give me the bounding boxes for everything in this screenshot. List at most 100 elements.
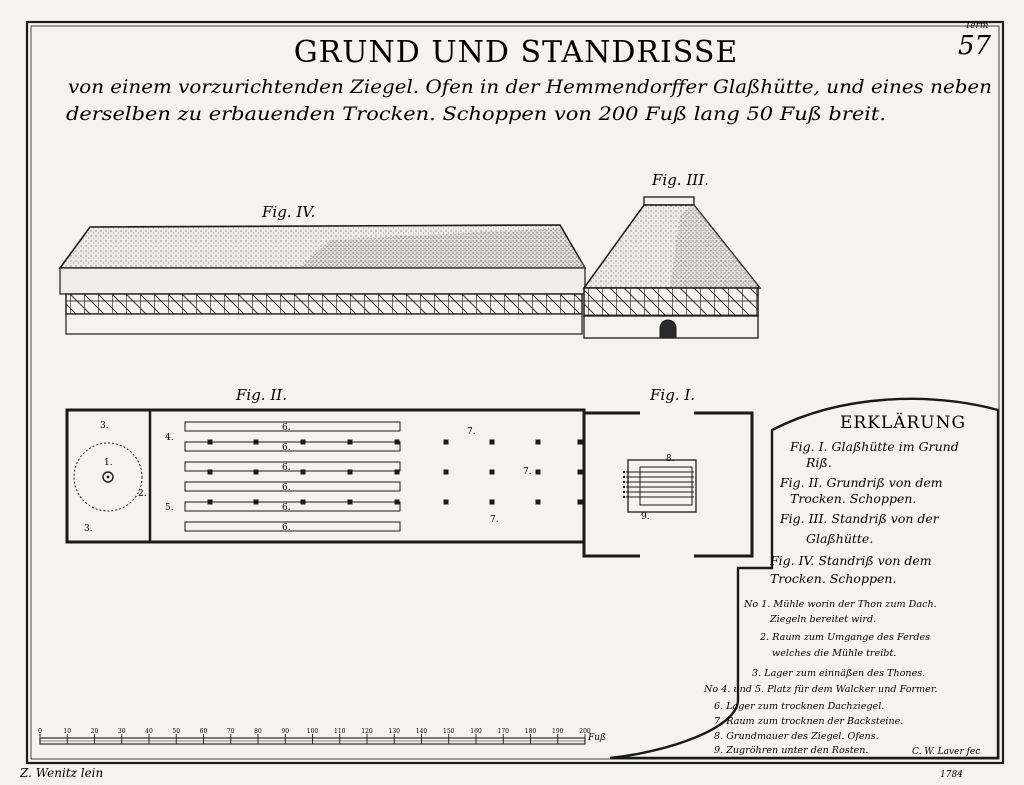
brick-post — [300, 469, 306, 475]
fig-3-glassworks-elevation: Fig. III. — [582, 171, 762, 339]
scale-tick-label: 0 — [38, 728, 42, 735]
plan-num-2: 2. — [138, 489, 147, 499]
scale-tick-label: 200 — [579, 728, 591, 735]
glassworks-chimney-cap — [643, 196, 695, 206]
sheet-date: 1784 — [940, 770, 963, 780]
brick-post — [253, 439, 259, 445]
scale-tick-label: 10 — [63, 728, 71, 735]
plan-num-3b: 3. — [84, 524, 93, 534]
plan-num-6: 6. — [282, 443, 291, 453]
legend-note-8: 7. Raum zum trocknen der Backsteine. — [714, 716, 903, 727]
drying-rack — [184, 421, 401, 432]
flue-mouth — [622, 485, 626, 489]
legend-entry-7: Fig. IV. Standriß von dem — [769, 553, 932, 568]
fig-3-label: Fig. III. — [651, 171, 709, 189]
plan-num-6: 6. — [282, 463, 291, 473]
legend-entry-6: Glaßhütte. — [806, 531, 873, 546]
glassworks-plan-wall-top-left — [582, 411, 640, 460]
sheet-title: GRUND UND STANDRISSE — [294, 35, 739, 70]
kiln-body — [639, 466, 693, 506]
legend-entry-4: Trocken. Schoppen. — [790, 491, 916, 506]
drying-racks: 6.6.6.6.6.6. — [184, 421, 401, 533]
brick-post — [489, 439, 495, 445]
shed-plan-outline — [65, 408, 586, 544]
shed-foundation — [65, 313, 583, 335]
plan-num-7b: 7. — [523, 467, 532, 477]
legend-note-6: No 4. und 5. Platz für dem Walcker und F… — [703, 684, 937, 695]
legend-frame — [609, 397, 1000, 760]
legend-note-1: No 1. Mühle worin der Thon zum Dach. — [743, 599, 937, 610]
fig-4-shed-elevation: Fig. IV. — [58, 203, 587, 335]
legend-entry-2: Riß. — [805, 455, 832, 470]
legend-note-7: 6. Lager zum trocknen Dachziegel. — [714, 701, 884, 712]
brick-post — [347, 469, 353, 475]
scale-tick-label: 20 — [91, 728, 99, 735]
glassworks-arch-door — [659, 319, 677, 339]
brick-post — [443, 469, 449, 475]
fig-2-label: Fig. II. — [235, 386, 287, 404]
legend-note-5: 3. Lager zum einnäßen des Thones. — [752, 668, 925, 679]
brick-post — [489, 499, 495, 505]
plan-num-6: 6. — [282, 483, 291, 493]
scale-tick-label: 30 — [118, 728, 126, 735]
brick-post — [207, 469, 213, 475]
drying-rack — [184, 501, 401, 512]
scale-tick-label: 160 — [470, 728, 482, 735]
inner-border — [30, 25, 1000, 760]
scale-tick-label: 90 — [281, 728, 289, 735]
shed-timber-band — [65, 293, 583, 315]
scale-tick-label: 150 — [443, 728, 455, 735]
brick-post — [207, 439, 213, 445]
plan-num-7a: 7. — [467, 427, 476, 437]
plan-num-6: 6. — [282, 423, 291, 433]
scale-tick-label: 50 — [172, 728, 180, 735]
legend-cartouche: ERKLÄRUNG Fig. I. Glaßhütte im Grund Riß… — [609, 397, 1000, 760]
plan-num-9: 9. — [641, 512, 650, 522]
drying-rack — [184, 481, 401, 492]
brick-post — [443, 439, 449, 445]
legend-entry-8: Trocken. Schoppen. — [770, 571, 896, 586]
fig-1-label: Fig. I. — [649, 386, 695, 404]
legend-entry-3: Fig. II. Grundriß von dem — [779, 475, 943, 490]
drying-rack — [184, 461, 401, 472]
page-number: 57 — [958, 31, 992, 61]
flue-mouth — [622, 470, 626, 474]
brick-post — [394, 439, 400, 445]
brick-post — [535, 469, 541, 475]
legend-note-10: 9. Zugröhren unter den Rosten. — [714, 745, 868, 756]
scale-tick-label: 70 — [227, 728, 235, 735]
brick-post — [347, 439, 353, 445]
brick-post — [394, 499, 400, 505]
scale-tick-label: 80 — [254, 728, 262, 735]
scale-tick-label: 170 — [498, 728, 510, 735]
brick-post — [535, 439, 541, 445]
fig-1-glassworks-ground-plan: Fig. I. 8. 9. — [582, 386, 754, 558]
flue-mouth — [622, 480, 626, 484]
brick-post — [443, 499, 449, 505]
plan-num-7c: 7. — [490, 515, 499, 525]
scale-tick-label: 130 — [389, 728, 401, 735]
clay-mill-circle — [73, 442, 143, 512]
flue-mouth — [622, 495, 626, 499]
scale-unit: Fuß — [587, 733, 606, 743]
shed-roof-shading — [300, 228, 585, 268]
plan-num-3a: 3. — [100, 421, 109, 431]
kiln-foundation — [627, 459, 697, 513]
legend-note-3: 2. Raum zum Umgange des Ferdes — [759, 632, 930, 643]
brick-post — [300, 499, 306, 505]
engraver-signature-left: Z. Wenitz lein — [19, 766, 103, 780]
plan-num-8: 8. — [666, 454, 675, 464]
plan-num-1: 1. — [104, 458, 113, 468]
brick-post — [489, 469, 495, 475]
scale-tick-label: 190 — [552, 728, 564, 735]
brick-post — [577, 499, 583, 505]
brick-post — [577, 469, 583, 475]
glassworks-timber-wall — [583, 287, 759, 317]
brick-post — [253, 469, 259, 475]
brick-post — [577, 439, 583, 445]
legend-entry-5: Fig. III. Standriß von der — [779, 511, 940, 526]
brick-post — [207, 499, 213, 505]
page-mark: Term — [965, 21, 988, 31]
shed-eaves — [59, 267, 586, 295]
